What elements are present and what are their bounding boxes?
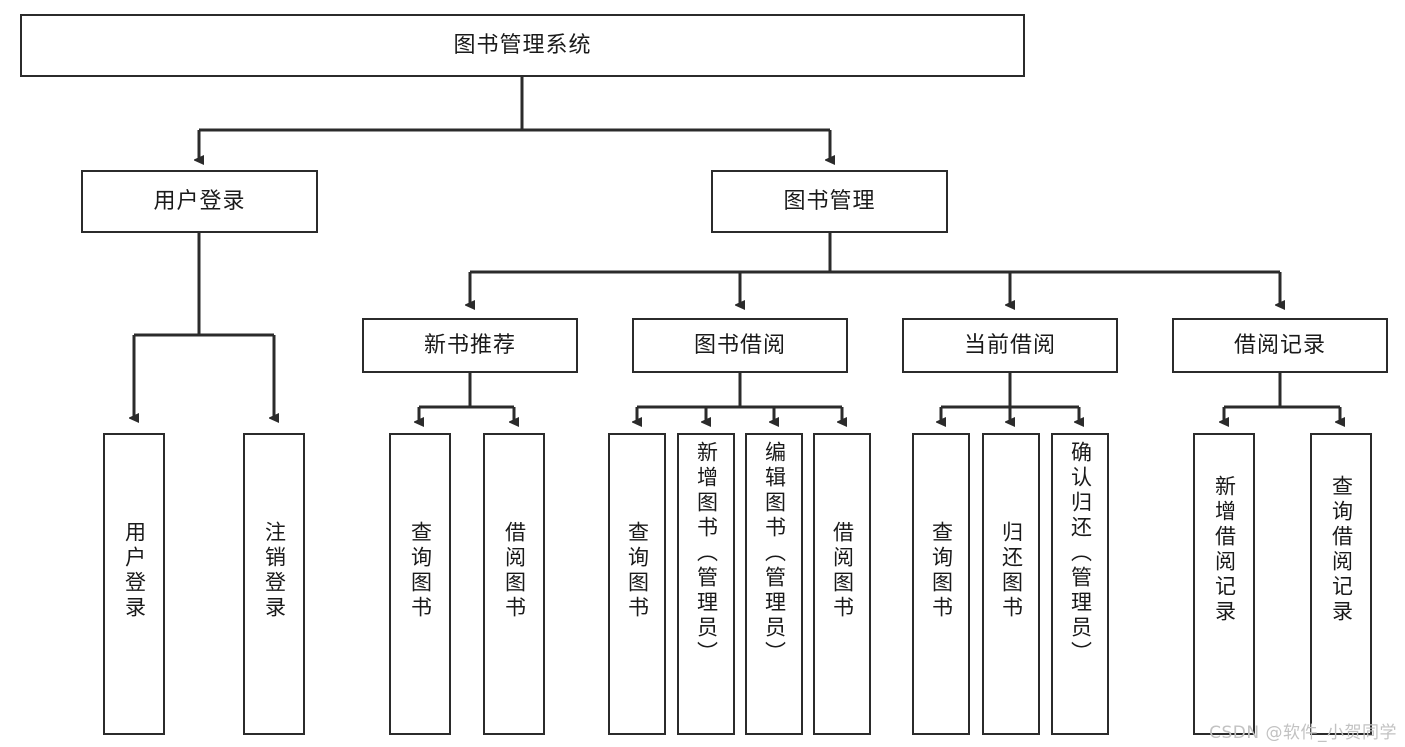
leaf-book-borrow-edit-book-admin[interactable]: 编辑图书（管理员）	[745, 433, 803, 735]
node-label: 注销登录	[262, 521, 287, 621]
node-label: 编辑图书（管理员）	[762, 441, 787, 666]
node-label: 图书管理系统	[453, 32, 592, 58]
node-label: 当前借阅	[963, 332, 1056, 358]
leaf-book-borrow-borrow-books[interactable]: 借阅图书	[813, 433, 871, 735]
node-label: 用户登录	[122, 521, 147, 621]
node-book-borrowing[interactable]: 图书借阅	[632, 318, 848, 373]
node-label: 借阅图书	[830, 521, 855, 621]
leaf-user-login-logout[interactable]: 注销登录	[243, 433, 305, 735]
node-label: 查询图书	[929, 521, 954, 621]
node-label: 借阅记录	[1233, 332, 1326, 358]
node-borrowing-record[interactable]: 借阅记录	[1172, 318, 1388, 373]
node-label: 借阅图书	[502, 521, 527, 621]
leaf-new-book-query-books[interactable]: 查询图书	[389, 433, 451, 735]
node-label: 归还图书	[999, 521, 1024, 621]
leaf-book-borrow-query-books[interactable]: 查询图书	[608, 433, 666, 735]
node-label: 查询借阅记录	[1329, 475, 1354, 625]
node-label: 查询图书	[408, 521, 433, 621]
leaf-record-add-borrow-record[interactable]: 新增借阅记录	[1193, 433, 1255, 735]
node-label: 新书推荐	[423, 332, 516, 358]
node-user-login[interactable]: 用户登录	[81, 170, 318, 233]
leaf-record-query-borrow-record[interactable]: 查询借阅记录	[1310, 433, 1372, 735]
node-label: 新增图书（管理员）	[694, 441, 719, 666]
csdn-watermark: CSDN @软件_小贺同学	[1209, 723, 1397, 743]
node-book-management[interactable]: 图书管理	[711, 170, 948, 233]
node-label: 用户登录	[153, 188, 246, 214]
leaf-current-borrow-confirm-return-admin[interactable]: 确认归还（管理员）	[1051, 433, 1109, 735]
leaf-user-login-login[interactable]: 用户登录	[103, 433, 165, 735]
node-new-book-recommendation[interactable]: 新书推荐	[362, 318, 578, 373]
node-label: 图书管理	[783, 188, 876, 214]
leaf-current-borrow-query-books[interactable]: 查询图书	[912, 433, 970, 735]
node-label: 查询图书	[625, 521, 650, 621]
node-root-book-management-system[interactable]: 图书管理系统	[20, 14, 1025, 77]
node-label: 图书借阅	[693, 332, 786, 358]
leaf-book-borrow-add-book-admin[interactable]: 新增图书（管理员）	[677, 433, 735, 735]
node-label: 新增借阅记录	[1212, 475, 1237, 625]
node-current-borrowing[interactable]: 当前借阅	[902, 318, 1118, 373]
leaf-current-borrow-return-books[interactable]: 归还图书	[982, 433, 1040, 735]
node-label: 确认归还（管理员）	[1068, 441, 1093, 666]
leaf-new-book-borrow-books[interactable]: 借阅图书	[483, 433, 545, 735]
